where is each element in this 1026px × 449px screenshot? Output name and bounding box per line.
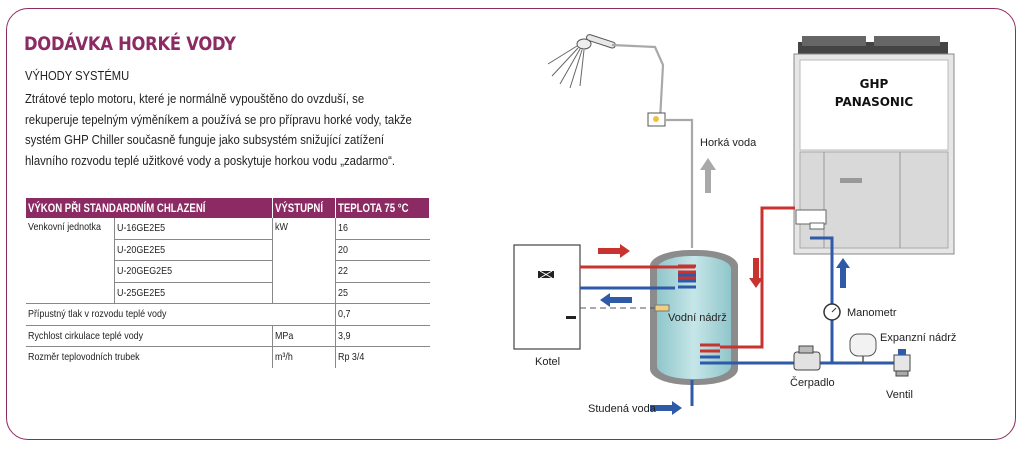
table-row: U-20GEG2E5 22 xyxy=(26,260,430,283)
page-title: DODÁVKA HORKÉ VODY xyxy=(24,33,236,55)
row-label: Rozměr teplovodních trubek xyxy=(28,351,140,364)
supply-arrow xyxy=(836,258,850,288)
paragraph-line: rekuperuje tepelným výměníkem a používá … xyxy=(25,111,412,127)
lower-coil xyxy=(700,343,720,365)
spec-header: VÝKON PŘI STANDARDNÍM CHLAZENÍ xyxy=(26,198,274,218)
expansion-tank-icon xyxy=(849,333,877,363)
table-row: Venkovní jednotka U-16GE2E5 kW 16 xyxy=(26,218,430,304)
table-row: Rozměr teplovodních trubek m³/h Rp 3/4 xyxy=(26,346,430,368)
spec-header: VÝSTUPNÍ xyxy=(272,198,337,218)
outdoor-unit-label: Venkovní jednotka xyxy=(28,221,101,233)
mixing-valve-icon xyxy=(647,112,666,127)
manometer-icon xyxy=(823,303,841,321)
value-cell: 22 xyxy=(335,260,430,283)
hot-water-label: Horká voda xyxy=(700,137,757,149)
flow-arrow-right xyxy=(598,244,630,258)
spec-header-row: VÝKON PŘI STANDARDNÍM CHLAZENÍ VÝSTUPNÍ … xyxy=(26,198,430,218)
ghp-hot-pipe xyxy=(720,206,795,349)
pump-icon xyxy=(793,345,821,371)
hot-return-arrow xyxy=(749,258,763,288)
cold-water-arrow xyxy=(650,401,682,415)
paragraph-line: Ztrátové teplo motoru, které je normálně… xyxy=(25,91,365,106)
hot-water-arrow xyxy=(700,158,716,193)
hot-water-diagram: Horká voda GHP PANASONIC Kotel Vodní nád… xyxy=(513,34,956,415)
model-cell: U-20GE2E5 xyxy=(113,239,273,261)
row-label: Rychlost cirkulace teplé vody xyxy=(26,325,273,347)
boiler-icon xyxy=(513,244,581,350)
section-subtitle: VÝHODY SYSTÉMU xyxy=(25,68,130,83)
ghp-label: GHP xyxy=(860,77,889,91)
manometer-label: Manometr xyxy=(847,307,897,319)
valve-label: Ventil xyxy=(886,389,913,401)
model-cell: U-25GE2E5 xyxy=(113,282,273,304)
valve-icon xyxy=(893,349,911,377)
table-row: Přípustný tlak v rozvodu teplé vody 0,7 xyxy=(26,303,430,326)
cold-water-label: Studená voda xyxy=(588,403,657,415)
table-row: U-20GE2E5 20 xyxy=(26,239,430,261)
upper-coil xyxy=(675,264,696,289)
value-cell: 0,7 xyxy=(335,303,430,326)
shower-head-icon xyxy=(547,34,616,89)
spec-header: TEPLOTA 75 °C xyxy=(335,198,430,218)
pump-label: Čerpadlo xyxy=(790,376,835,389)
sensor-icon xyxy=(654,304,670,312)
row-label: Přípustný tlak v rozvodu teplé vody xyxy=(26,303,336,326)
value-cell: 25 xyxy=(335,282,430,304)
description-paragraph: Ztrátové teplo motoru, které je normálně… xyxy=(25,89,475,171)
unit-cell: kW xyxy=(272,218,336,304)
value-cell: Rp 3/4 xyxy=(335,346,430,368)
expansion-tank-label: Expanzní nádrž xyxy=(880,332,956,344)
content-frame xyxy=(6,8,1016,440)
unit-cell: MPa xyxy=(272,325,336,347)
value-cell: 16 xyxy=(335,218,430,240)
hot-water-pipe xyxy=(611,43,694,248)
flow-arrow-left xyxy=(600,293,632,307)
unit-cell: m³/h xyxy=(272,346,336,368)
model-cell: U-20GEG2E5 xyxy=(113,260,273,283)
paragraph-line: hlavního rozvodu teplé užitkové vody a p… xyxy=(25,152,396,168)
model-cell: U-16GE2E5 xyxy=(113,218,273,240)
ghp-outdoor-unit xyxy=(793,36,955,255)
boiler-label: Kotel xyxy=(535,356,560,368)
paragraph-line: systém GHP Chiller současně funguje jako… xyxy=(25,132,385,147)
table-row: Rychlost cirkulace teplé vody MPa 3,9 xyxy=(26,325,430,347)
value-cell: 3,9 xyxy=(335,325,430,347)
water-tank-label: Vodní nádrž xyxy=(668,312,727,324)
panasonic-label: PANASONIC xyxy=(835,95,914,109)
value-cell: 20 xyxy=(335,239,430,261)
spec-table: VÝKON PŘI STANDARDNÍM CHLAZENÍ VÝSTUPNÍ … xyxy=(26,198,430,368)
